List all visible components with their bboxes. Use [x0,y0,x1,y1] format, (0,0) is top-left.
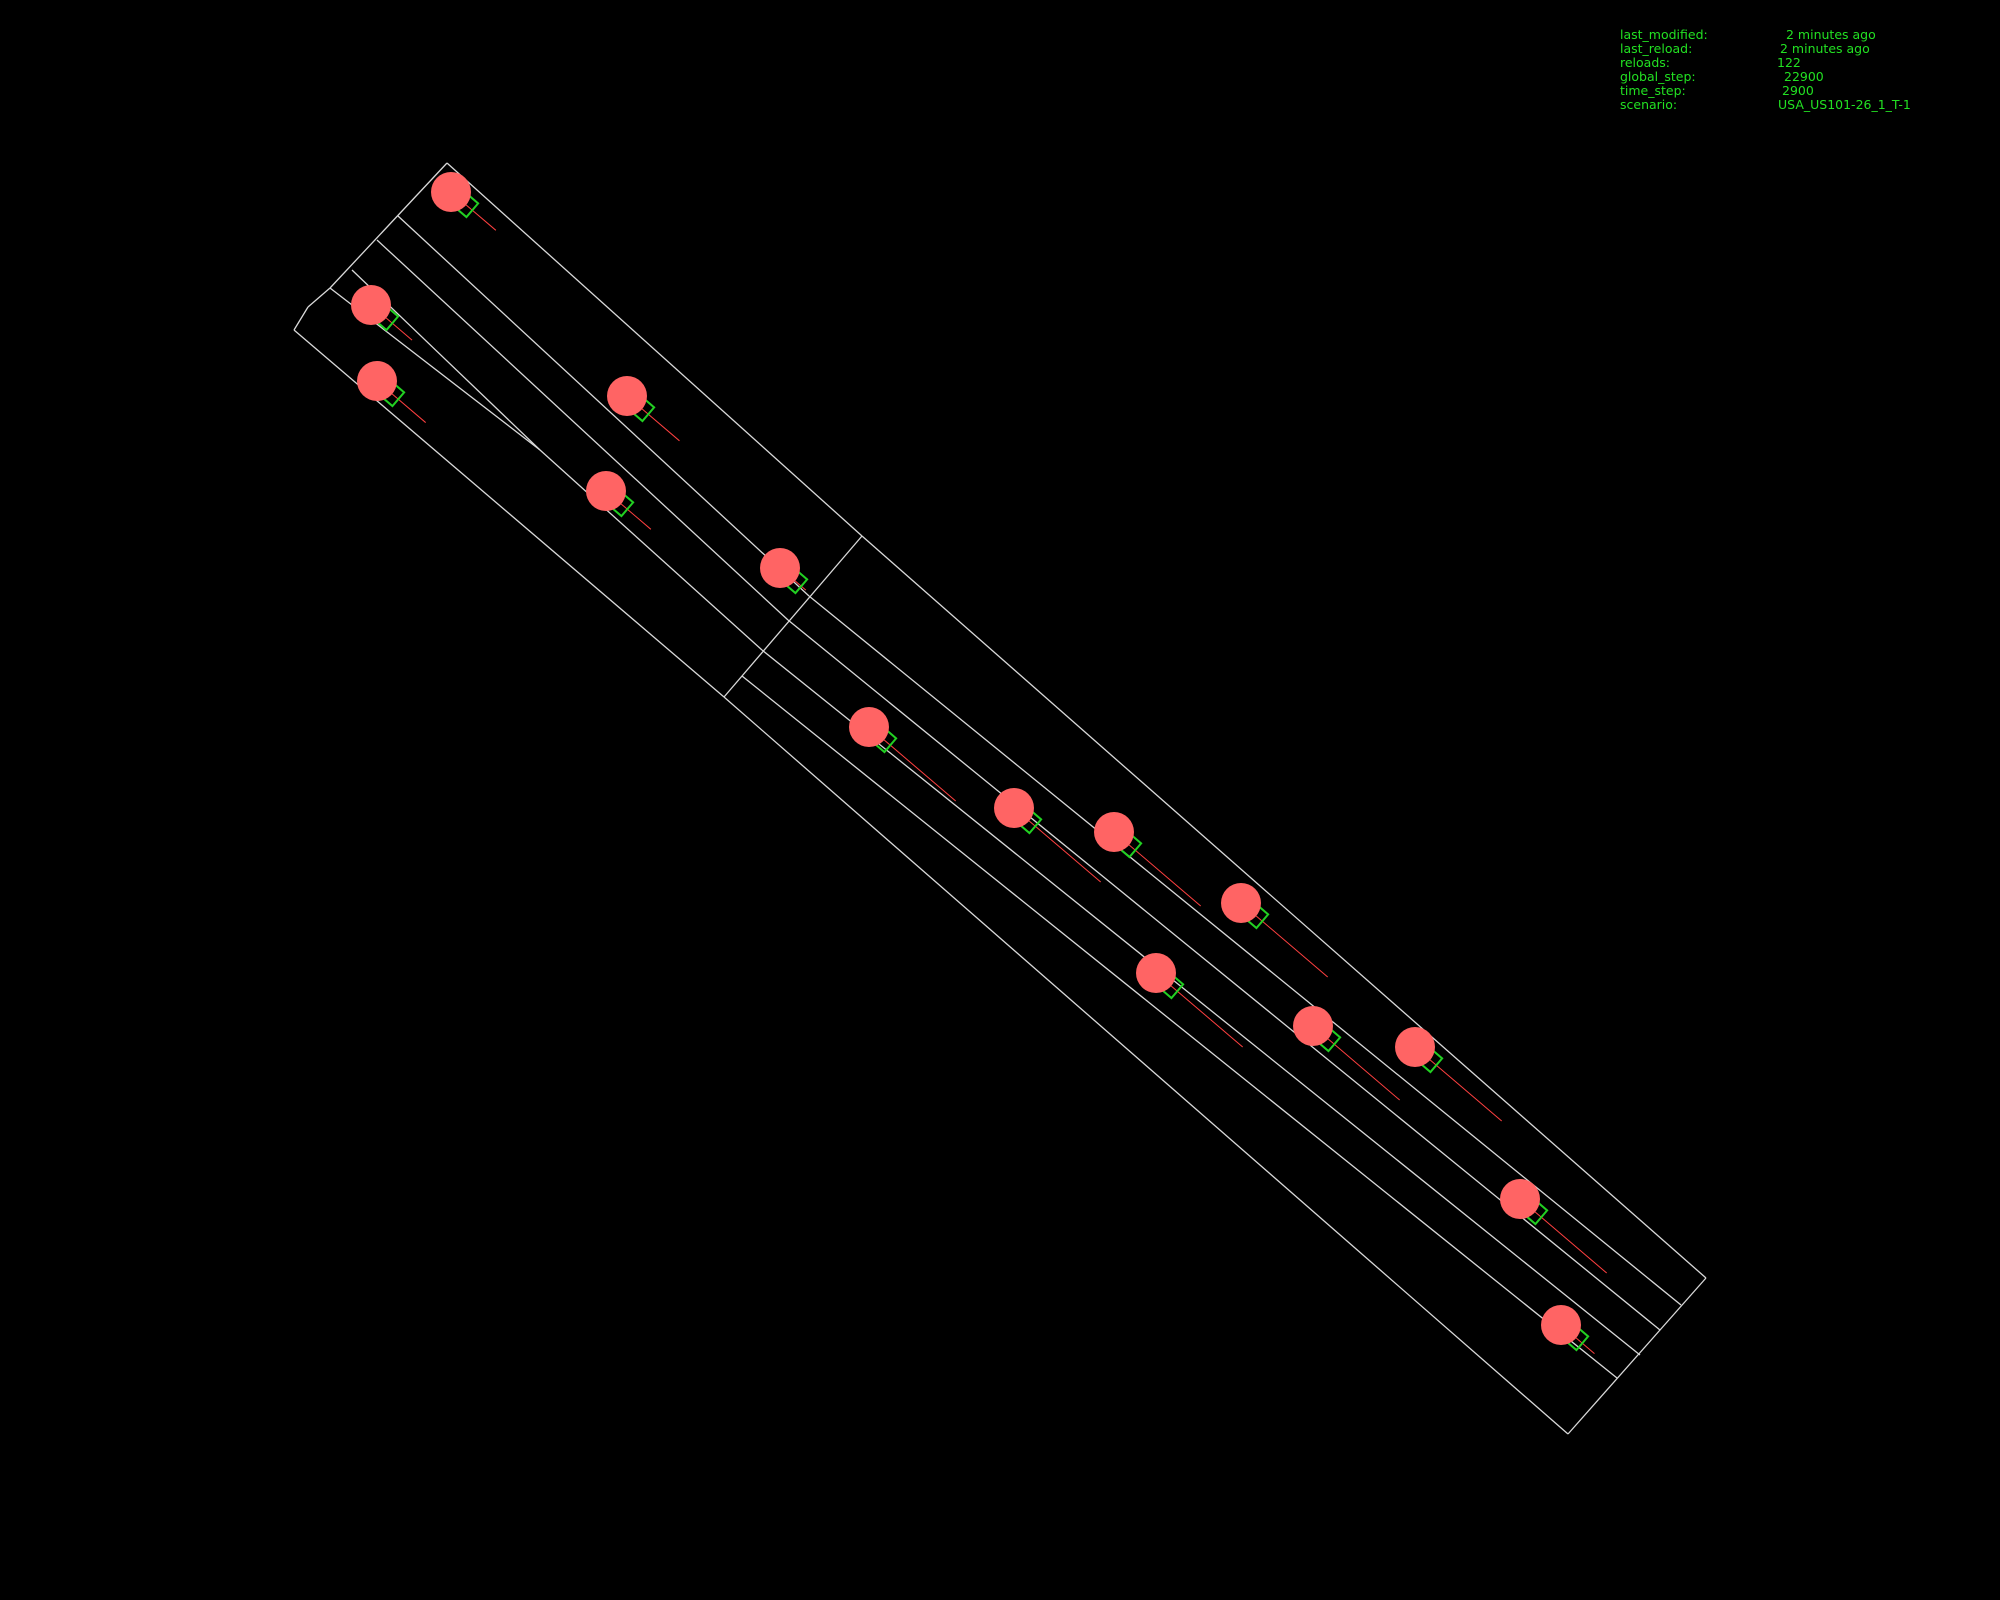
vehicle [607,376,680,442]
road-edge-merge [539,449,763,651]
vehicle [1293,1006,1401,1101]
vehicle-marker [357,361,397,401]
vehicle-marker [1293,1006,1333,1046]
velocity-vector [1530,1207,1608,1274]
velocity-vector [461,200,497,231]
vehicle-marker [1395,1027,1435,1067]
velocity-vector [1024,816,1102,883]
vehicle [1136,953,1244,1048]
velocity-vector [1124,840,1202,907]
road-edge-divider [787,619,1661,1331]
vehicle [994,788,1102,883]
velocity-vector [1425,1055,1503,1122]
vehicle [1221,883,1329,978]
vehicle-marker [849,707,889,747]
info-key: global_step: [1620,69,1696,84]
road-start-cap [293,306,309,331]
vehicle [760,548,809,595]
vehicle-marker [760,548,800,588]
velocity-vector [616,499,652,530]
vehicle-marker [431,172,471,212]
road-edge-divider [761,649,1641,1356]
road-start-cap [329,162,448,289]
velocity-vector [381,313,413,341]
road-edge-top-lower [861,535,1707,1279]
vehicle-marker [1221,883,1261,923]
info-key: scenario: [1620,97,1678,112]
velocity-vector [1251,911,1329,978]
info-value: 22900 [1784,69,1824,84]
vehicle-marker [586,471,626,511]
info-key: reloads: [1620,55,1670,70]
road-end-cap [1567,1277,1707,1435]
vehicle-marker [1136,953,1176,993]
vehicle [586,471,652,530]
info-key: last_reload: [1620,41,1693,56]
velocity-vector [387,389,426,423]
vehicle [1395,1027,1503,1122]
vehicle-layer [351,172,1608,1354]
velocity-vector [879,735,957,802]
velocity-vector [1323,1034,1401,1101]
vehicle-marker [607,376,647,416]
vehicle-marker [351,285,391,325]
info-value: 2 minutes ago [1780,41,1870,56]
road-edge-divider [397,215,810,597]
vehicle [431,172,497,231]
road-edge-bottom-lower [723,696,1569,1435]
info-value: USA_US101-26_1_T-1 [1778,97,1911,112]
vehicle [357,361,426,423]
info-value: 2 minutes ago [1786,27,1876,42]
info-value: 122 [1777,55,1801,70]
velocity-vector [637,404,680,442]
road-edge-top-upper [446,162,863,537]
vehicle [849,707,957,802]
vehicle-marker [1500,1179,1540,1219]
vehicle [351,285,413,341]
vehicle [1094,812,1202,907]
vehicle-marker [994,788,1034,828]
road-start-cap [307,287,331,308]
vehicle [1541,1305,1595,1354]
road-edge-divider [741,675,1618,1379]
velocity-vector [1166,981,1244,1048]
info-key: last_modified: [1620,27,1708,42]
road-edge-divider [376,239,789,621]
info-key: time_step: [1620,83,1686,98]
vehicle-marker [1541,1305,1581,1345]
vehicle-marker [1094,812,1134,852]
segment-junction [723,535,863,698]
vehicle [1500,1179,1608,1274]
info-value: 2900 [1782,83,1814,98]
road-edge-divider [808,595,1682,1306]
